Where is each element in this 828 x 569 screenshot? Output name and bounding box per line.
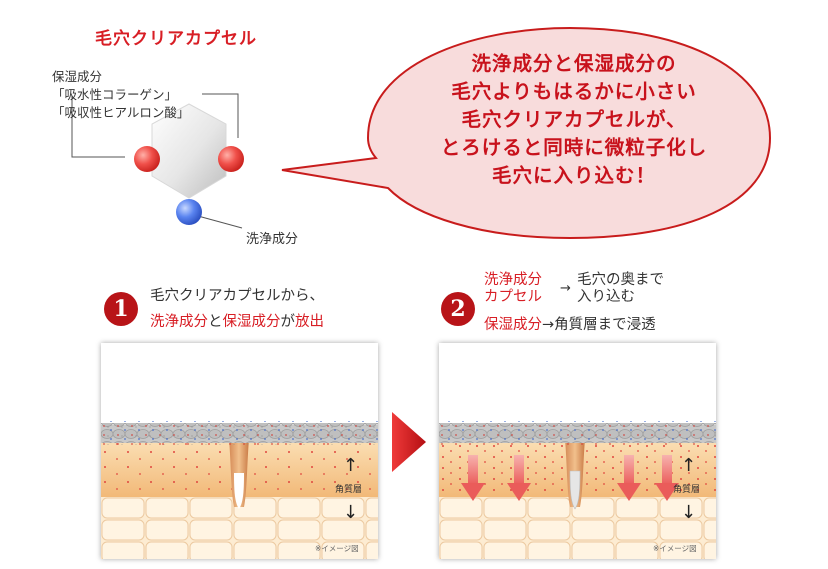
- conjunction: と: [208, 314, 223, 330]
- bubble-line: 毛穴よりもはるかに小さい: [451, 80, 697, 103]
- image-note: ※イメージ図: [315, 544, 359, 553]
- skin-panel-2: ↑ ↓ 角質層 ※イメージ図: [439, 343, 716, 559]
- skin-cross-section-1: ↑ ↓ 角質層 ※イメージ図: [101, 343, 378, 559]
- ingredient-line: 「吸水性コラーゲン」: [52, 87, 178, 102]
- step-2-arrow: →: [560, 281, 571, 296]
- skin-cross-section-2: ↑ ↓ 角質層 ※イメージ図: [439, 343, 716, 559]
- leader-line-left: [71, 96, 125, 158]
- step-2-number: 2: [441, 292, 475, 326]
- layer-label: 角質層: [673, 483, 700, 495]
- bubble-text: 洗浄成分と保湿成分の 毛穴よりもはるかに小さい 毛穴クリアカプセルが、 とろける…: [388, 50, 760, 190]
- leader-line-right: [202, 93, 239, 138]
- step-2-moisture-line: 保湿成分→角質層まで浸透: [484, 315, 656, 335]
- step-2-red-line-2: カプセル: [484, 289, 542, 305]
- bubble-line: とろけると同時に微粒子化し: [440, 136, 708, 159]
- penetration-arrows: [461, 455, 679, 501]
- step-2-pore-depth: 毛穴の奥まで 入り込む: [577, 272, 664, 306]
- bubble-line: 毛穴クリアカプセルが、: [461, 108, 687, 131]
- arrow-up-icon: ↑: [681, 455, 696, 476]
- bubble-line: 洗浄成分と保湿成分の: [471, 52, 677, 75]
- release-term: 放出: [295, 314, 324, 330]
- arrow-up-icon: ↑: [343, 455, 358, 476]
- step-2-cleansing-capsule: 洗浄成分 カプセル: [484, 272, 542, 306]
- ingredient-line: 保湿成分: [52, 69, 103, 84]
- step-2-red-line-1: 洗浄成分: [484, 272, 542, 288]
- moisture-term: 保湿成分: [222, 314, 281, 330]
- step-1-number: 1: [104, 292, 138, 326]
- cleansing-ingredient-label: 洗浄成分: [246, 232, 299, 247]
- step-2-black-line-2: 入り込む: [577, 289, 635, 305]
- capsule-diagram: [70, 68, 330, 238]
- layer-label: 角質層: [335, 483, 362, 495]
- ingredient-line: 「吸収性ヒアルロン酸」: [52, 105, 190, 120]
- cleansing-term: 洗浄成分: [150, 314, 208, 330]
- capsule-title: 毛穴クリアカプセル: [95, 29, 257, 49]
- step-2-black-line-1: 毛穴の奥まで: [577, 272, 664, 288]
- step-1-line-2: 洗浄成分と保湿成分が放出: [150, 309, 324, 335]
- speech-bubble: [280, 20, 828, 245]
- moisture-rest: →角質層まで浸透: [542, 317, 656, 333]
- moisture-ingredients-label: 保湿成分 「吸水性コラーゲン」 「吸収性ヒアルロン酸」: [52, 68, 189, 122]
- cleansing-sphere: [176, 199, 202, 225]
- particle: が: [280, 314, 296, 330]
- next-step-arrow-icon: [392, 412, 426, 472]
- leader-line-bottom: [197, 215, 243, 229]
- image-note: ※イメージ図: [653, 544, 697, 553]
- step-1-description: 毛穴クリアカプセルから、 洗浄成分と保湿成分が放出: [150, 283, 324, 335]
- bubble-line: 毛穴に入り込む！: [491, 164, 656, 187]
- moisture-sphere-right: [218, 146, 244, 172]
- moisture-term: 保湿成分: [484, 317, 542, 333]
- arrow-down-icon: ↓: [343, 502, 358, 523]
- step-1-line-1: 毛穴クリアカプセルから、: [150, 288, 324, 304]
- capsule-hexagon: [151, 103, 227, 199]
- arrow-down-icon: ↓: [681, 502, 696, 523]
- skin-panel-1: ↑ ↓ 角質層 ※イメージ図: [101, 343, 378, 559]
- moisture-sphere-left: [134, 146, 160, 172]
